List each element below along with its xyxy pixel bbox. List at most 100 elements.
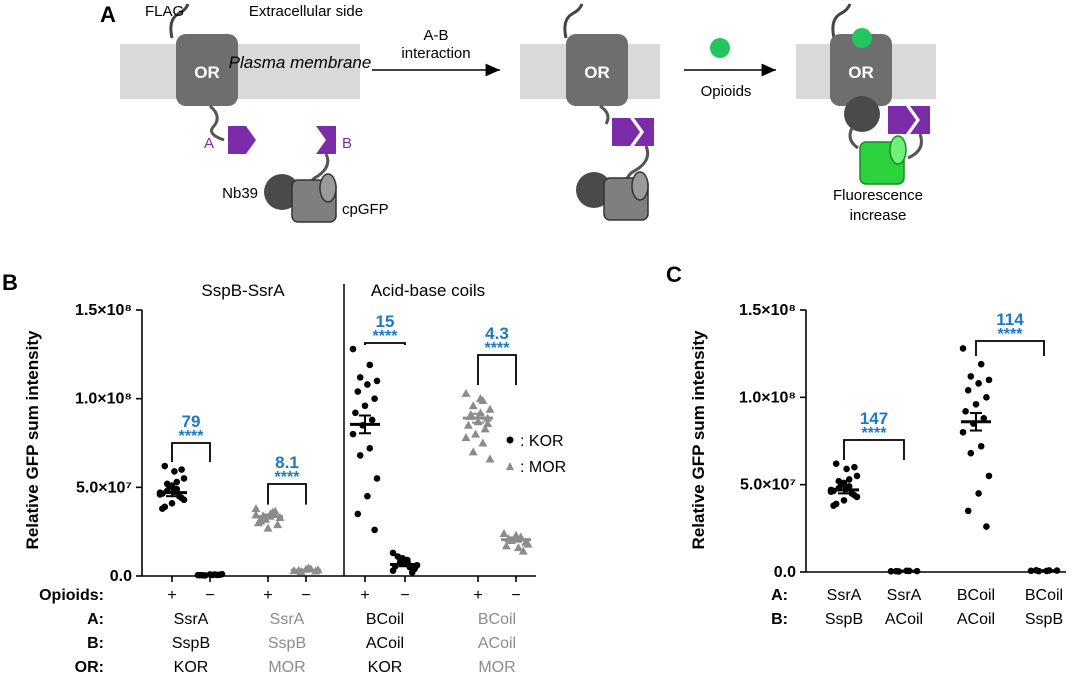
condition-a: SsrA <box>174 611 209 628</box>
data-point <box>983 394 990 401</box>
significance-stars: **** <box>998 326 1024 343</box>
tag-a-label: A <box>204 135 214 152</box>
data-point <box>513 543 523 552</box>
data-point <box>959 345 967 352</box>
legend-kor-label: : KOR <box>520 433 564 450</box>
data-point <box>501 541 511 550</box>
fold-change-label: 8.1 <box>275 453 299 472</box>
data-point <box>371 395 378 402</box>
panel-c-letter: C <box>666 262 682 287</box>
opioid-sign: − <box>400 587 409 604</box>
data-point <box>253 518 263 527</box>
condition-a: SsrA <box>270 611 305 628</box>
data-point <box>373 377 381 385</box>
schematic-state-2: OR <box>520 3 660 221</box>
data-point <box>408 569 416 576</box>
tag-b-label: B <box>342 135 352 152</box>
significance-stars: **** <box>862 425 888 442</box>
condition-a: SsrA <box>887 587 922 604</box>
or-label: OR <box>848 63 874 82</box>
or-label: OR <box>194 63 220 82</box>
b-significance: ****79****8.1****15****4.3 <box>171 312 517 505</box>
or-label: OR <box>584 63 610 82</box>
membrane-label: Plasma membrane <box>229 53 372 72</box>
data-point <box>354 388 362 395</box>
significance-bracket <box>477 354 517 385</box>
data-point <box>471 429 481 438</box>
significance-stars: **** <box>485 340 511 357</box>
y-tick-label: 5.0×10⁷ <box>76 479 132 496</box>
data-point <box>389 549 397 557</box>
receptor-or <box>176 34 238 106</box>
data-point <box>980 414 988 422</box>
data-point <box>851 463 858 471</box>
condition-b: ACoil <box>478 635 516 652</box>
fold-change-label: 114 <box>996 310 1024 329</box>
bound-opioid <box>852 28 872 48</box>
data-point <box>485 454 495 463</box>
data-point <box>521 537 531 546</box>
schematic-state-1: OR FLAG Extracellular side Plasma membra… <box>120 3 389 223</box>
b-plot-area <box>156 345 533 579</box>
group-title-acid-base: Acid-base coils <box>371 281 485 300</box>
data-point <box>518 546 528 555</box>
data-point <box>270 506 280 515</box>
data-point <box>373 475 381 482</box>
condition-b: SspB <box>268 635 306 652</box>
data-point <box>263 523 273 532</box>
y-tick-label: 1.5×10⁸ <box>739 302 796 319</box>
data-point <box>853 493 861 501</box>
tag-b <box>316 126 336 154</box>
data-point <box>180 475 188 482</box>
data-point <box>845 476 853 483</box>
opioid-sign: + <box>473 587 482 604</box>
opioid-ligand <box>710 38 730 58</box>
row-label-a: A: <box>771 587 788 604</box>
opioid-sign: + <box>360 587 369 604</box>
tag-a <box>888 106 916 134</box>
fold-change-label: 147 <box>860 409 888 428</box>
significance-bracket <box>843 439 905 460</box>
condition-or: MOR <box>478 659 515 676</box>
panel-a: A OR FLAG Extracellular side Plasma memb… <box>100 2 936 224</box>
panel-a-letter: A <box>100 2 116 27</box>
data-point <box>840 479 848 487</box>
data-point <box>962 408 969 415</box>
fold-change-label: 15 <box>376 312 395 331</box>
data-point <box>364 492 371 500</box>
legend-mor-marker <box>506 462 514 470</box>
data-point <box>366 361 374 369</box>
b-condition-table: +−+−+−+−SsrASspBKORSsrASspBMORBCoilACoil… <box>167 576 521 676</box>
tag-a <box>228 126 256 154</box>
panel-b-letter: B <box>2 270 18 295</box>
opioids-label: Opioids <box>701 83 752 100</box>
opioid-sign: − <box>301 587 310 604</box>
data-point <box>178 466 185 473</box>
significance-bracket <box>364 342 406 346</box>
condition-b: ACoil <box>885 611 923 628</box>
data-point <box>853 472 861 480</box>
condition-b: ACoil <box>957 611 995 628</box>
membrane-band <box>120 44 360 99</box>
data-point <box>364 381 371 388</box>
data-point <box>361 402 369 410</box>
data-point <box>967 373 975 380</box>
receptor-or <box>566 34 628 106</box>
tag-a <box>612 118 640 146</box>
data-point <box>461 388 471 397</box>
data-point <box>366 445 374 452</box>
condition-a: SsrA <box>827 587 862 604</box>
c-plot-area <box>827 345 1061 575</box>
data-point <box>983 523 990 530</box>
data-point <box>478 438 488 447</box>
data-point <box>356 374 364 381</box>
nb39-domain <box>576 172 612 208</box>
y-tick-label: 0.0 <box>774 564 796 581</box>
row-label-a: A: <box>87 611 104 628</box>
data-point <box>161 503 169 511</box>
data-point <box>832 460 840 468</box>
